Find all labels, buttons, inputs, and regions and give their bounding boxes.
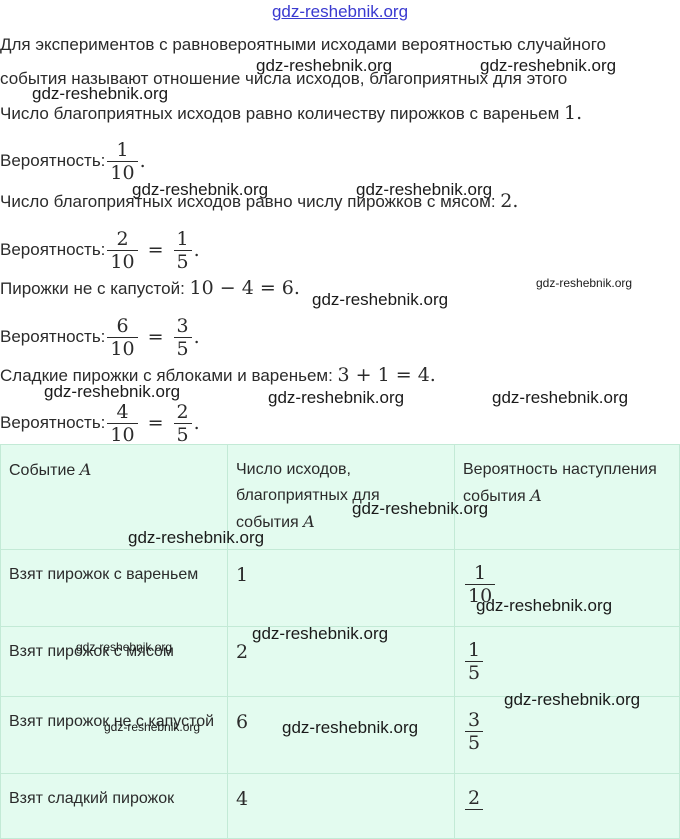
header-probability: Вероятность наступления события A xyxy=(454,444,680,550)
watermark: gdz-reshebnik.org xyxy=(132,180,269,199)
numerator: 2 xyxy=(116,227,129,250)
site-link[interactable]: gdz-reshebnik.org xyxy=(271,2,409,21)
favorable-jam-text: Число благоприятных исходов равно количе… xyxy=(0,104,560,123)
watermark: gdz-reshebnik.org xyxy=(492,388,629,407)
favorable-jam-line: Число благоприятных исходов равно количе… xyxy=(0,102,582,125)
period: . xyxy=(193,239,200,261)
denominator: 10 xyxy=(107,422,138,446)
watermark: gdz-reshebnik.org xyxy=(536,276,633,290)
header-count: Число исходов, благоприятных для события… xyxy=(227,444,455,550)
denominator: 5 xyxy=(173,336,192,360)
count-cell: 1 xyxy=(227,549,455,627)
denominator: 10 xyxy=(107,249,138,273)
fraction: 1 10 xyxy=(107,138,138,184)
watermark: gdz-reshebnik.org xyxy=(104,720,201,734)
watermark: gdz-reshebnik.org xyxy=(252,624,389,643)
watermark: gdz-reshebnik.org xyxy=(352,499,489,518)
period: . xyxy=(193,412,200,434)
sweet-expression: 3 + 1 = 4. xyxy=(337,364,436,386)
watermark: gdz-reshebnik.org xyxy=(356,180,493,199)
numerator: 3 xyxy=(176,314,189,337)
numerator: 2 xyxy=(176,400,189,423)
intro-line-2: события называют отношение числа исходов… xyxy=(0,69,568,88)
numerator: 6 xyxy=(116,314,129,337)
sweet-text: Сладкие пирожки с яблоками и вареньем: xyxy=(0,366,333,385)
event-cell: Взят пирожок с вареньем xyxy=(0,549,228,627)
equals-sign: = xyxy=(147,239,164,261)
table-row: Взят сладкий пирожок 4 2 xyxy=(0,773,680,839)
probability-table: Событие A Число исходов, благоприятных д… xyxy=(0,444,680,839)
favorable-meat-text: Число благоприятных исходов равно числу … xyxy=(0,192,496,211)
watermark: gdz-reshebnik.org xyxy=(128,528,265,547)
period: . xyxy=(193,326,200,348)
fraction: 4 10 xyxy=(107,400,138,446)
probability-label: Вероятность: xyxy=(0,151,106,170)
probability-cell: 2 xyxy=(454,773,680,839)
probability-sweet: Вероятность: 4 10 = 2 5 . xyxy=(0,398,200,448)
fraction: 1 5 xyxy=(173,227,192,273)
equals-sign: = xyxy=(147,412,164,434)
watermark: gdz-reshebnik.org xyxy=(44,382,181,401)
sweet-line: Сладкие пирожки с яблоками и вареньем: 3… xyxy=(0,364,436,387)
watermark: gdz-reshebnik.org xyxy=(504,690,641,709)
table-header-row: Событие A Число исходов, благоприятных д… xyxy=(0,444,680,550)
watermark: gdz-reshebnik.org xyxy=(312,290,449,309)
equals-sign: = xyxy=(147,326,164,348)
fraction: 6 10 xyxy=(107,314,138,360)
denominator: 5 xyxy=(173,249,192,273)
watermark: gdz-reshebnik.org xyxy=(476,596,613,615)
fraction: 2 10 xyxy=(107,227,138,273)
probability-label: Вероятность: xyxy=(0,327,106,346)
not-cabbage-line: Пирожки не с капустой: 10 − 4 = 6. xyxy=(0,277,300,300)
watermark: gdz-reshebnik.org xyxy=(256,56,393,75)
probability-not-cabbage: Вероятность: 6 10 = 3 5 . xyxy=(0,312,200,362)
probability-label: Вероятность: xyxy=(0,240,106,259)
numerator: 1 xyxy=(116,138,129,161)
watermark: gdz-reshebnik.org xyxy=(480,56,617,75)
event-cell: Взят пирожок не с капустой xyxy=(0,696,228,774)
favorable-meat-line: Число благоприятных исходов равно числу … xyxy=(0,190,518,213)
fraction: 3 5 xyxy=(173,314,192,360)
numerator: 1 xyxy=(176,227,189,250)
probability-meat: Вероятность: 2 10 = 1 5 . xyxy=(0,225,200,275)
watermark: gdz-reshebnik.org xyxy=(32,84,169,103)
not-cabbage-expression: 10 − 4 = 6. xyxy=(189,277,300,299)
period: . xyxy=(139,150,146,172)
event-cell: Взят сладкий пирожок xyxy=(0,773,228,839)
favorable-meat-count: 2. xyxy=(500,190,519,212)
watermark: gdz-reshebnik.org xyxy=(282,718,419,737)
count-cell: 4 xyxy=(227,773,455,839)
denominator: 10 xyxy=(107,160,138,184)
event-cell: Взят пирожок с мясом xyxy=(0,626,228,697)
fraction: 2 xyxy=(465,787,484,811)
not-cabbage-text: Пирожки не с капустой: xyxy=(0,279,185,298)
numerator: 4 xyxy=(116,400,129,423)
probability-jam: Вероятность: 1 10 . xyxy=(0,136,146,186)
watermark: gdz-reshebnik.org xyxy=(268,388,405,407)
denominator: 10 xyxy=(107,336,138,360)
probability-label: Вероятность: xyxy=(0,413,106,432)
intro-line-1: Для экспериментов с равновероятными исхо… xyxy=(0,35,606,54)
denominator: 5 xyxy=(173,422,192,446)
favorable-jam-count: 1. xyxy=(564,102,583,124)
watermark: gdz-reshebnik.org xyxy=(76,640,173,654)
fraction: 2 5 xyxy=(173,400,192,446)
